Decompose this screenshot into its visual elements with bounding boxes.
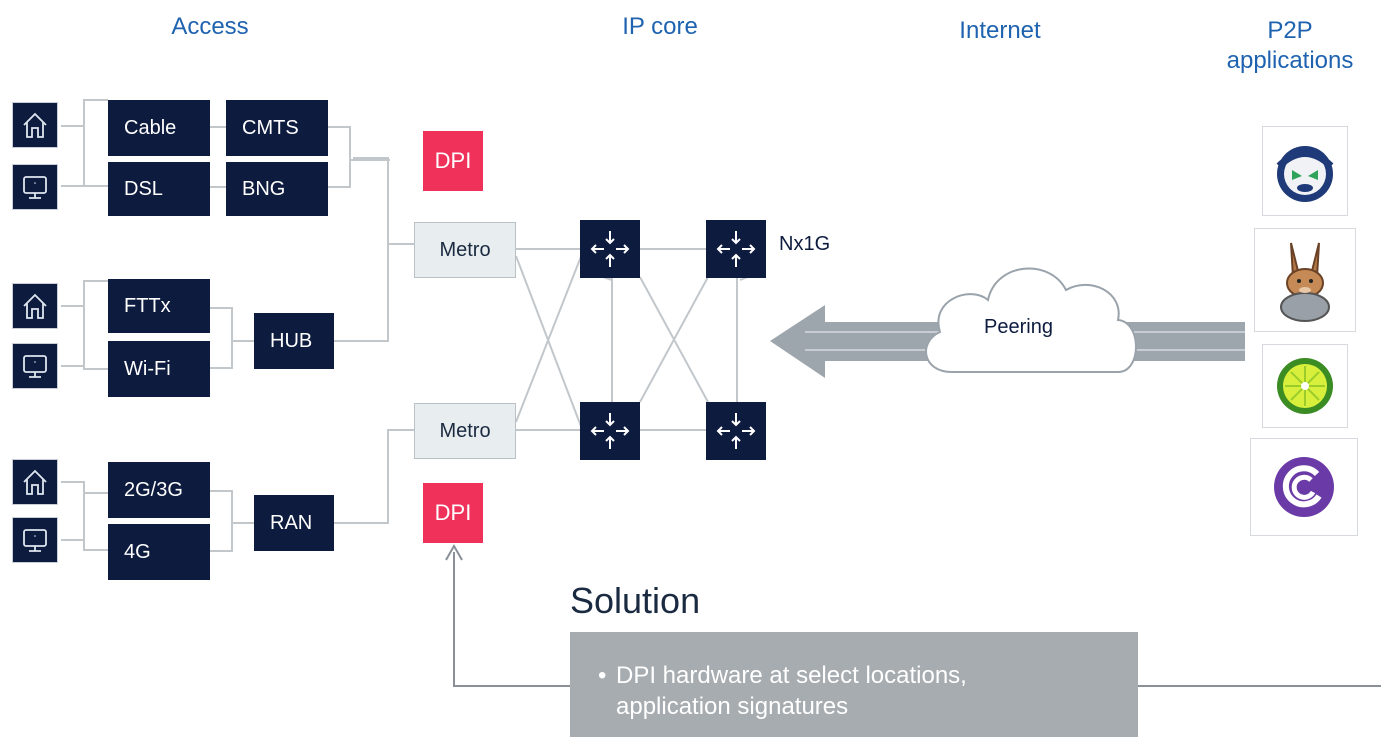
core-link-label: Nx1G	[779, 233, 831, 255]
access-header: Access	[171, 13, 249, 40]
tech-box-wifi: Wi-Fi	[108, 341, 210, 397]
tech-box-2g3g: 2G/3G	[108, 462, 210, 518]
bittorrent-icon	[1250, 438, 1358, 536]
solution-box: • DPI hardware at select locations, appl…	[570, 632, 1138, 737]
monitor-icon	[12, 517, 58, 563]
metro-box-bottom: Metro	[414, 403, 516, 459]
dpi-box-bottom: DPI	[423, 483, 483, 543]
dpi-box-top: DPI	[423, 131, 483, 191]
router-icon	[706, 402, 766, 460]
home-icon	[12, 459, 58, 505]
monitor-icon	[12, 343, 58, 389]
home-icon	[12, 102, 58, 148]
router-icon	[580, 220, 640, 278]
router-icon	[706, 220, 766, 278]
aggregator-box-bng: BNG	[226, 162, 328, 216]
cloud-label: Peering	[984, 316, 1053, 338]
bullet-icon: •	[598, 662, 607, 689]
tech-box-4g: 4G	[108, 524, 210, 580]
internet-header: Internet	[959, 17, 1041, 44]
tech-box-cable: Cable	[108, 100, 210, 156]
aggregator-box-ran: RAN	[254, 495, 334, 551]
aggregator-box-cmts: CMTS	[226, 100, 328, 156]
tech-box-fttx: FTTx	[108, 279, 210, 333]
aggregator-box-hub: HUB	[254, 313, 334, 369]
solution-bullet-item: • DPI hardware at select locations, appl…	[598, 660, 1138, 722]
home-icon	[12, 283, 58, 329]
monitor-icon	[12, 164, 58, 210]
emule-icon	[1254, 228, 1356, 332]
solution-title: Solution	[570, 580, 701, 621]
metro-box-top: Metro	[414, 222, 516, 278]
ip-core-header: IP core	[622, 13, 698, 40]
p2p-header: P2P applications	[1226, 17, 1354, 74]
limewire-icon	[1262, 344, 1348, 428]
router-icon	[580, 402, 640, 460]
napster-icon	[1262, 126, 1348, 216]
solution-bullet-text: DPI hardware at select locations, applic…	[616, 662, 967, 720]
tech-box-dsl: DSL	[108, 162, 210, 216]
